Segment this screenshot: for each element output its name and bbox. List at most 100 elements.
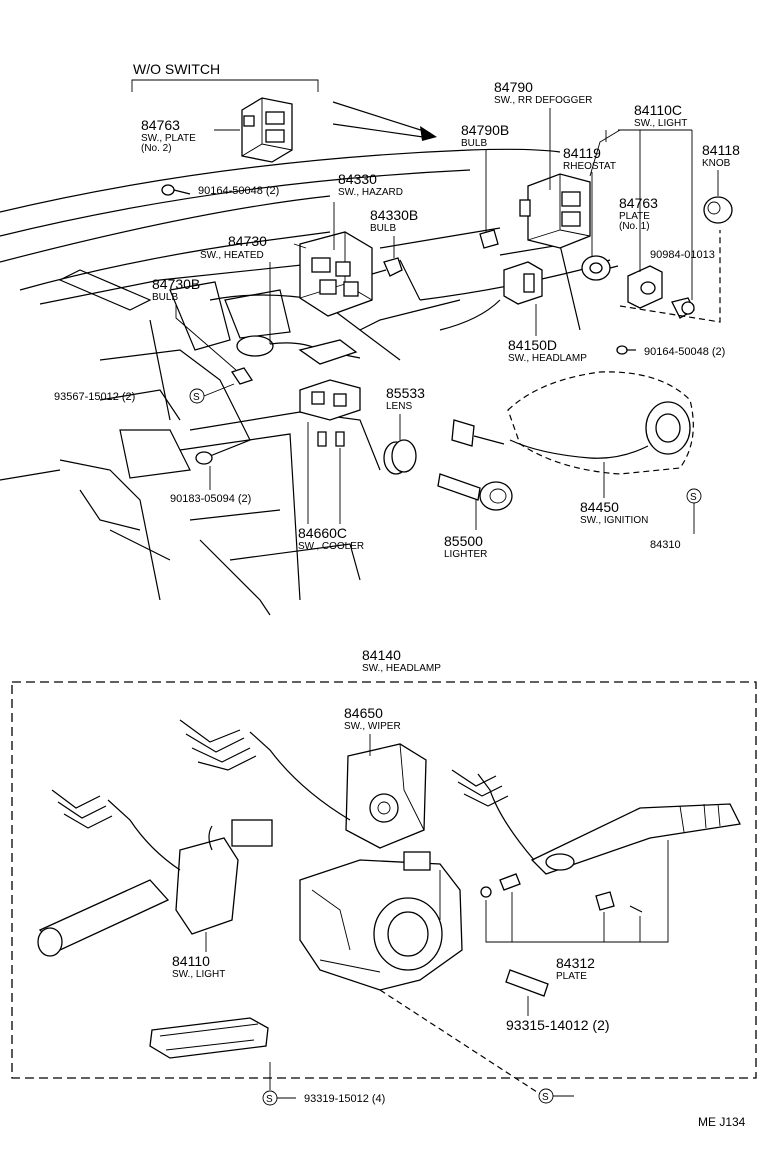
part-light-switch-lever: [451, 769, 741, 913]
svg-text:85500: 85500: [444, 533, 483, 549]
part-connector-cover: [149, 1017, 269, 1059]
part-plate-84312: [505, 969, 549, 997]
svg-text:84730B: 84730B: [152, 276, 200, 292]
svg-text:90984-01013: 90984-01013: [650, 249, 715, 261]
part-knob: [703, 196, 733, 224]
svg-text:84763: 84763: [141, 117, 180, 133]
part-rheostat: [581, 255, 619, 281]
callout-90984: 90984-01013: [619, 230, 721, 323]
part-nut: [671, 297, 695, 319]
svg-text:84150D: 84150D: [508, 337, 557, 353]
svg-text:PLATE: PLATE: [619, 211, 650, 222]
diagram-code: ME J134: [698, 1115, 746, 1129]
svg-text:SW., HEATED: SW., HEATED: [200, 250, 264, 261]
part-lighter: [437, 419, 513, 511]
part-defogger-switch: [519, 173, 591, 249]
part-combination-switch-body: [299, 851, 463, 991]
callout-84330b: 84330B BULB: [370, 207, 418, 258]
callout-85500: 85500 LIGHTER: [444, 500, 487, 560]
callout-84118: 84118 KNOB: [702, 142, 740, 196]
svg-text:SW., HEADLAMP: SW., HEADLAMP: [362, 663, 441, 674]
svg-text:SW., WIPER: SW., WIPER: [344, 721, 401, 732]
svg-text:SW., LIGHT: SW., LIGHT: [634, 118, 687, 129]
part-wiper-switch: [37, 789, 273, 957]
svg-text:SW., HAZARD: SW., HAZARD: [338, 187, 403, 198]
callout-84330: 84330 SW., HAZARD: [333, 171, 403, 250]
direction-arrows: [332, 101, 437, 141]
part-cooler-switch: [299, 379, 361, 447]
callout-84150d: 84150D SW., HEADLAMP: [508, 304, 587, 364]
svg-text:84450: 84450: [580, 499, 619, 515]
callout-84790: 84790 SW., RR DEFOGGER: [494, 79, 592, 190]
svg-text:93315-14012 (2): 93315-14012 (2): [506, 1017, 610, 1033]
part-clip: [195, 451, 213, 465]
svg-text:S: S: [690, 492, 697, 503]
svg-text:93319-15012 (4): 93319-15012 (4): [304, 1093, 385, 1105]
svg-text:90183-05094 (2): 90183-05094 (2): [170, 493, 251, 505]
svg-text:93567-15012 (2): 93567-15012 (2): [54, 391, 135, 403]
svg-text:KNOB: KNOB: [702, 158, 731, 169]
turn-switch-assembly-border: [11, 681, 757, 1079]
svg-text:SW., LIGHT: SW., LIGHT: [172, 969, 225, 980]
callout-84310: 84140 SW., HEADLAMP: [362, 647, 441, 674]
svg-text:S: S: [193, 392, 200, 403]
svg-text:BULB: BULB: [152, 292, 178, 303]
svg-text:SW., PLATE: SW., PLATE: [141, 133, 196, 144]
callout-84763-plate-no1: 84763 PLATE (No. 1): [619, 195, 658, 232]
part-heated-switch-harness: [230, 335, 361, 385]
callout-93567: 93567-15012 (2) S: [54, 383, 235, 404]
svg-text:84110: 84110: [172, 953, 210, 969]
svg-text:LENS: LENS: [386, 401, 412, 412]
svg-text:84330: 84330: [338, 171, 377, 187]
callout-84660c: 84660C SW., COOLER: [298, 422, 364, 552]
svg-text:PLATE: PLATE: [556, 971, 587, 982]
svg-text:84763: 84763: [619, 195, 658, 211]
variant-bracket: [131, 79, 319, 92]
callout-85533: 85533 LENS: [386, 385, 425, 440]
part-lens: [383, 439, 417, 475]
part-ignition-switch: [507, 371, 694, 475]
callout-84790b: 84790B BULB: [461, 122, 509, 232]
svg-text:BULB: BULB: [461, 138, 487, 149]
svg-text:84730: 84730: [228, 233, 267, 249]
callout-84450: 84450 SW., IGNITION: [580, 462, 648, 526]
svg-text:84650: 84650: [344, 705, 383, 721]
part-headlamp-switch-combo: [179, 719, 427, 849]
svg-text:(No. 2): (No. 2): [141, 143, 172, 154]
svg-text:SW., HEADLAMP: SW., HEADLAMP: [508, 353, 587, 364]
svg-text:85533: 85533: [386, 385, 425, 401]
part-defogger-bulb: [479, 229, 499, 249]
svg-text:(No. 1): (No. 1): [619, 221, 650, 232]
svg-text:BULB: BULB: [370, 223, 396, 234]
callout-93315: S 93319-15012 (4): [262, 1062, 385, 1106]
svg-text:84310: 84310: [650, 539, 681, 551]
part-headlamp-switch-dash: [503, 261, 543, 305]
callout-90183: 90183-05094 (2): [170, 466, 251, 505]
svg-text:RHEOSTAT: RHEOSTAT: [563, 161, 616, 172]
svg-text:84140: 84140: [362, 647, 401, 663]
callout-84730: 84730 SW., HEATED: [200, 233, 307, 344]
svg-text:SW., RR DEFOGGER: SW., RR DEFOGGER: [494, 95, 592, 106]
svg-text:SW., COOLER: SW., COOLER: [298, 541, 364, 552]
svg-text:84330B: 84330B: [370, 207, 418, 223]
svg-text:84790: 84790: [494, 79, 533, 95]
callout-84119: 84119 RHEOSTAT: [563, 145, 616, 256]
variant-label: W/O SWITCH: [133, 61, 220, 77]
svg-text:84110C: 84110C: [634, 102, 682, 118]
callout-84650: 84110 SW., LIGHT: [172, 932, 225, 980]
callout-84110: 84312 PLATE: [485, 840, 669, 982]
svg-text:S: S: [542, 1092, 549, 1103]
svg-text:90164-50048 (2): 90164-50048 (2): [644, 346, 725, 358]
svg-text:84119: 84119: [563, 145, 601, 161]
callout-90164-top: 90164-50048 (2): [198, 185, 279, 197]
screw-right: [616, 345, 636, 355]
part-hazard-bulb: [371, 257, 403, 277]
callout-84312: 93315-14012 (2): [506, 996, 610, 1033]
callout-90164-right: 90164-50048 (2): [644, 346, 725, 358]
svg-text:84790B: 84790B: [461, 122, 509, 138]
part-hazard-switch: [299, 231, 373, 317]
callout-84140: 84650 SW., WIPER: [344, 705, 401, 756]
part-switch-plate-no2: [241, 97, 293, 163]
callout-84730b: 84730B BULB: [152, 276, 237, 371]
